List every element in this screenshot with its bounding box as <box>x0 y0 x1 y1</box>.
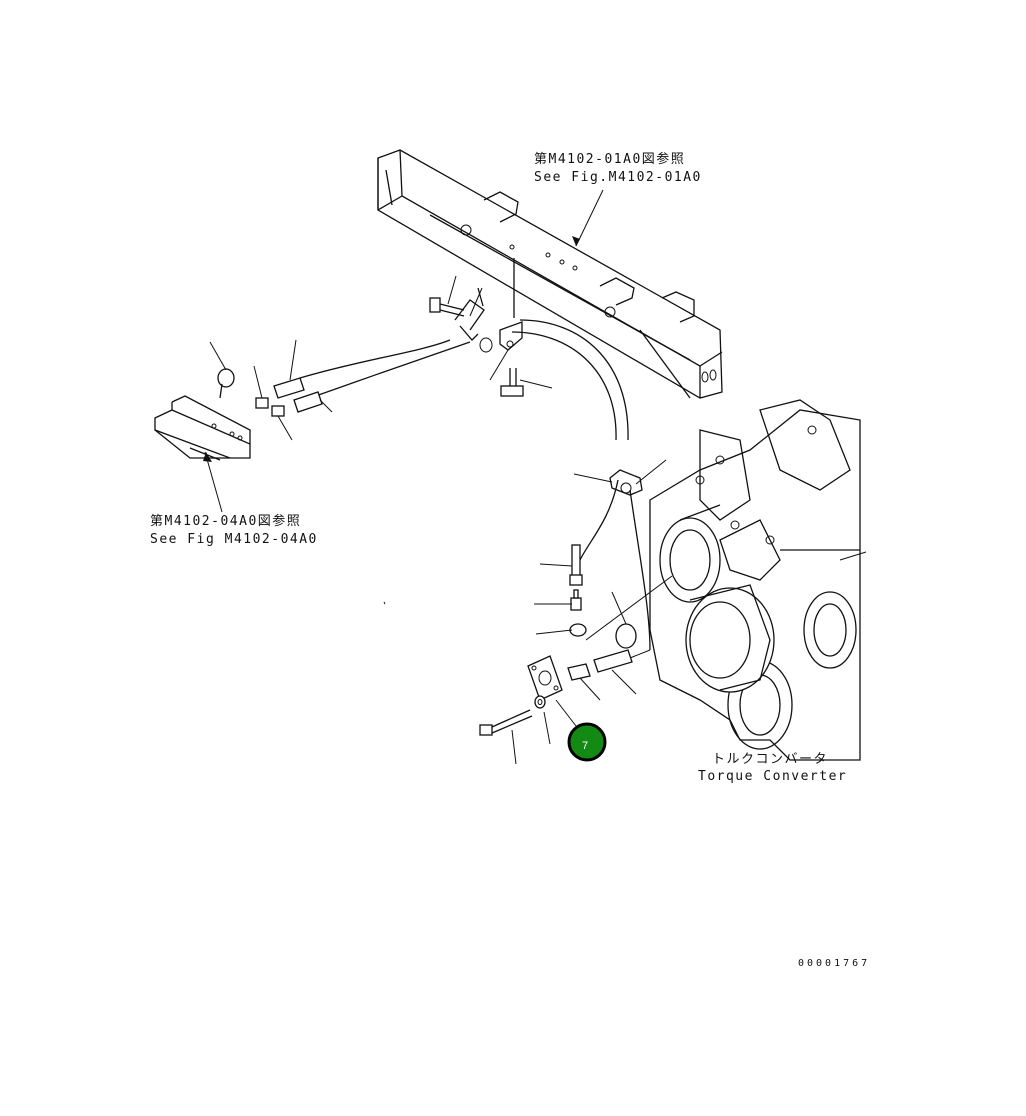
leader-lines <box>209 275 673 765</box>
callout-number[interactable]: 7 <box>582 740 588 752</box>
bracket-clamp-upper <box>454 258 523 353</box>
torque-converter-housing <box>649 399 867 761</box>
hose-fittings <box>217 368 323 417</box>
hose-clamp-mid <box>609 469 643 496</box>
top-ref-en: See Fig.M4102-01A0 <box>534 170 702 185</box>
washer <box>534 695 546 709</box>
adapter-fitting <box>570 589 582 611</box>
hose-lines <box>299 319 651 661</box>
pipe-nipple <box>567 649 633 681</box>
drawing-id: 00001767 <box>798 958 870 969</box>
callout-7[interactable]: 7 <box>567 722 607 762</box>
flange-plate <box>527 655 563 701</box>
bracket-left <box>154 395 251 513</box>
top-ref-jp: 第M4102-01A0図参照 <box>534 151 685 167</box>
stud-bolt <box>569 544 583 586</box>
component-label-en: Torque Converter <box>698 769 847 784</box>
bolt-vertical <box>500 368 524 397</box>
component-label-jp: トルクコンバータ <box>712 752 828 767</box>
left-ref-en: See Fig M4102-04A0 <box>150 532 318 547</box>
plug-cover <box>615 623 637 649</box>
bolt-upper <box>429 297 465 317</box>
elbow-fitting <box>569 623 587 637</box>
left-ref-jp: 第M4102-04A0図参照 <box>150 513 301 529</box>
frame-cross-member <box>377 149 723 399</box>
long-bolt <box>479 709 533 736</box>
callout-circle[interactable] <box>567 722 607 762</box>
